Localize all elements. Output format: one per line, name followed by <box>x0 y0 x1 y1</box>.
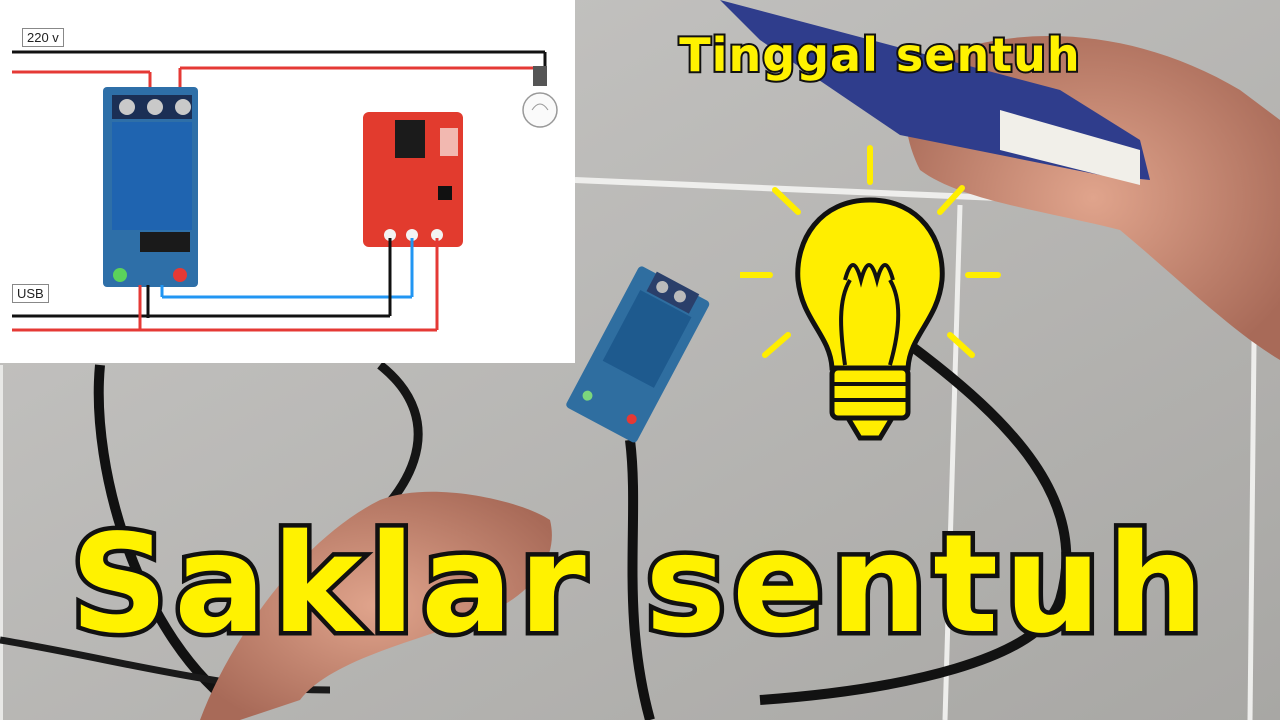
touch-sensor-diagram <box>363 112 463 247</box>
main-title: Saklar sentuh <box>66 502 1210 669</box>
power-label: 220 v <box>22 28 64 47</box>
relay-module-diagram <box>103 87 198 287</box>
relay-module-photo <box>566 266 710 443</box>
wiring-diagram-svg <box>0 0 575 363</box>
lightbulb-diagram-icon <box>522 66 558 128</box>
wiring-diagram: 220 v USB <box>0 0 575 363</box>
lightbulb-icon <box>740 145 1001 441</box>
subtitle-caption: Tinggal sentuh <box>677 26 1081 84</box>
usb-label: USB <box>12 284 49 303</box>
